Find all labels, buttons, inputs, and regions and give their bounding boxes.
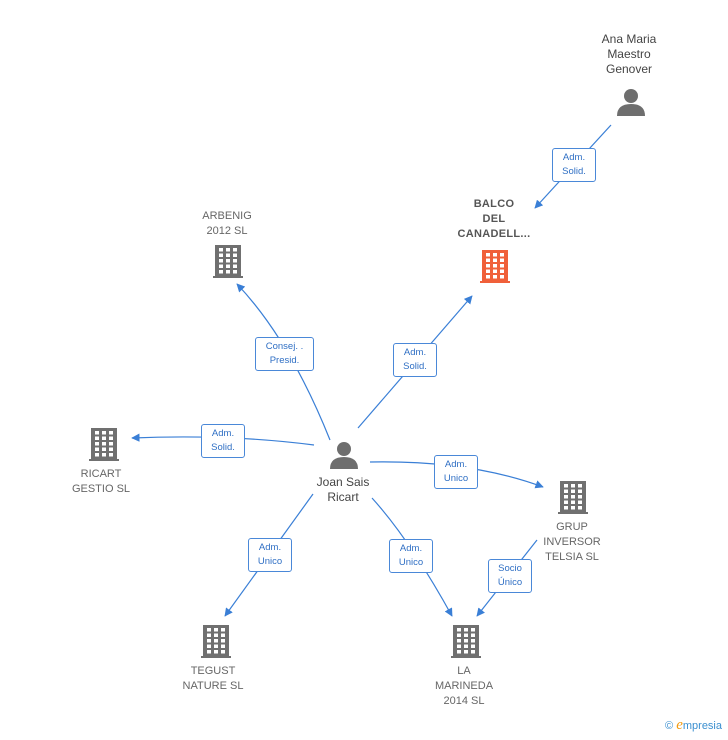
- brand-logo: e: [676, 717, 683, 733]
- brand-footer[interactable]: © empresia: [665, 717, 722, 734]
- building-icon[interactable]: [480, 250, 510, 283]
- node-label-ricart[interactable]: RICART GESTIO SL: [71, 468, 131, 495]
- node-label-arbenig[interactable]: ARBENIG 2012 SL: [202, 210, 252, 237]
- edge-label-grup-marineda[interactable]: Socio Único: [488, 559, 532, 593]
- node-label-balco[interactable]: BALCO DEL CANADELL...: [457, 198, 531, 240]
- edge-label-joan-balco[interactable]: Adm. Solid.: [393, 343, 437, 377]
- edge-label-joan-ricart[interactable]: Adm. Solid.: [201, 424, 245, 458]
- node-label-marineda[interactable]: LA MARINEDA 2014 SL: [434, 665, 494, 707]
- node-label-joan[interactable]: Joan Sais Ricart: [316, 475, 370, 504]
- building-icon[interactable]: [213, 245, 243, 278]
- node-label-tegust[interactable]: TEGUST NATURE SL: [182, 665, 244, 692]
- person-icon[interactable]: [330, 442, 358, 469]
- copyright-symbol: ©: [665, 720, 674, 732]
- edge-label-joan-arbenig[interactable]: Consej. . Presid.: [255, 337, 314, 371]
- edge-label-joan-grup[interactable]: Adm. Unico: [434, 455, 478, 489]
- edge-label-joan-marineda[interactable]: Adm. Unico: [389, 539, 433, 573]
- building-icon[interactable]: [451, 625, 481, 658]
- brand-name: mpresia: [682, 720, 722, 732]
- node-label-grup[interactable]: GRUP INVERSOR TELSIA SL: [543, 521, 601, 563]
- building-icon[interactable]: [89, 428, 119, 461]
- building-icon[interactable]: [558, 481, 588, 514]
- person-icon[interactable]: [617, 89, 645, 116]
- edge-label-joan-tegust[interactable]: Adm. Unico: [248, 538, 292, 572]
- edge-label-ana-balco[interactable]: Adm. Solid.: [552, 148, 596, 182]
- building-icon[interactable]: [201, 625, 231, 658]
- node-label-ana[interactable]: Ana Maria Maestro Genover: [601, 32, 657, 76]
